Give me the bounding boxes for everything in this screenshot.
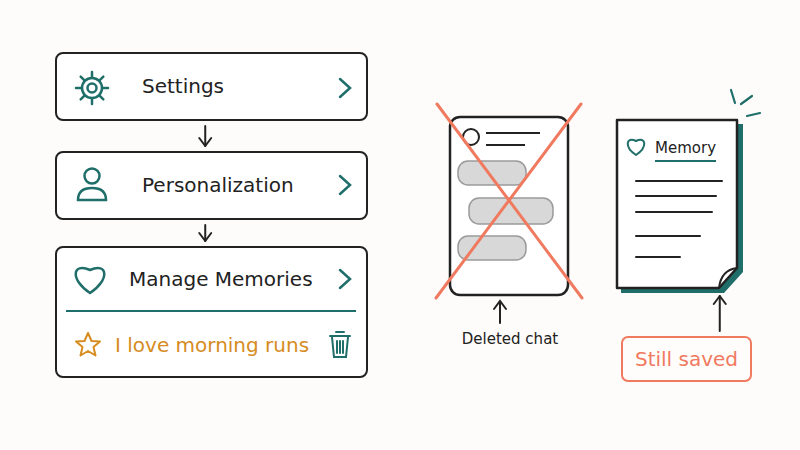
heart-icon [628,140,645,155]
gear-tooth [100,77,104,81]
arrow-shaft [204,225,206,241]
chat-bubble [469,198,553,224]
memory-document: Memory [615,118,740,290]
sparkle-mark [747,113,760,116]
header-line [486,144,525,146]
header-line [486,132,540,134]
chevron-icon [340,79,350,97]
node-label: Still saved [623,347,750,371]
sparkle-mark [741,96,752,104]
text-line [636,195,716,197]
trash-handle [336,331,344,333]
title-underline [655,160,716,162]
trash-bin [332,337,348,357]
node-label: Manage Memories [129,267,359,291]
trash-icon [330,332,350,357]
node-label: Personalization [142,173,372,197]
person-head [85,169,100,184]
pointer-shaft [499,302,501,323]
gear-icon [76,72,108,104]
strike-line [437,104,582,298]
arrow-head [714,296,726,304]
gear-tooth [81,96,85,100]
sparkle-mark [731,90,735,103]
pointer-head [494,301,506,309]
flow-arrow [714,296,726,331]
text-line [636,256,680,258]
divider-line [66,310,356,312]
strike-line [436,104,581,298]
sparkle-marks [731,90,760,116]
memory-item: I love morning runs [115,333,355,357]
personalization-row: Personalization [55,151,368,220]
trash-rib [336,341,338,353]
trash-rib [339,341,341,353]
flow-arrow [199,126,211,146]
gear-tooth [91,99,94,104]
gear-tooth [81,77,85,81]
text-line [636,211,712,213]
text-line [636,235,700,237]
memories-panel: Manage Memories I love morning runs [55,246,368,378]
pointer-arrow [494,301,506,323]
phone-frame [450,117,568,295]
trash-lid [330,335,350,337]
avatar-circle [463,129,479,145]
chat-bubble [458,236,526,260]
chat-phone [450,117,568,295]
node-label: Memory [655,139,735,157]
gear-tooth [91,72,94,77]
chevron-icon [340,176,350,194]
trash-rib [342,341,344,353]
gear-tooth [76,87,81,90]
gear-tooth [100,96,104,100]
flow-arrow [199,225,211,241]
node-label: Settings [142,74,372,98]
caption-label: Deleted chat [450,330,570,349]
callout-box: Still saved [621,336,752,382]
person-body [78,188,106,200]
gear-hub [88,84,97,93]
arrow-head [199,138,211,146]
gear-ring [82,78,102,98]
document-page [617,120,737,288]
chevron-icon [340,270,350,288]
text-lines [636,181,722,257]
person-icon [78,169,106,201]
arrow-shaft [719,296,721,331]
text-line [636,180,722,182]
arrow-shaft [204,126,206,146]
chat-bubble [458,161,526,185]
page-fold [719,268,737,288]
gear-tooth [103,87,108,90]
star-icon [76,333,100,356]
arrow-head [199,233,211,241]
heart-icon [76,268,105,293]
settings-row: Settings [55,52,368,121]
